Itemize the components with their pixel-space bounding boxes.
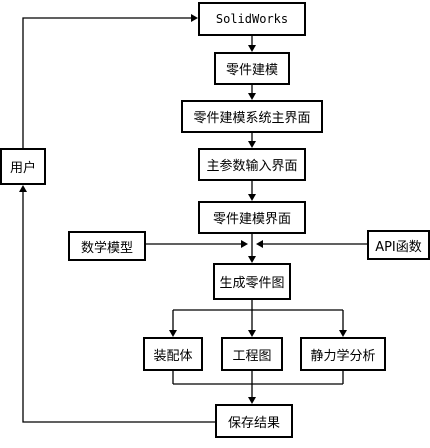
arrow-head	[191, 14, 198, 22]
node-engineering-drawing: 工程图	[221, 337, 283, 371]
arrow-head	[19, 185, 27, 192]
arrow-head	[248, 397, 256, 404]
arrow-head	[248, 330, 256, 337]
node-part-modeling-main-ui: 零件建模系统主界面	[181, 100, 323, 133]
edge-save-results-to-user	[22, 190, 215, 423]
node-save-results: 保存结果	[215, 404, 293, 438]
arrow-head	[248, 256, 256, 263]
arrow-head	[339, 330, 347, 337]
node-generate-part-drawing: 生成零件图	[213, 263, 291, 300]
arrow-head	[248, 93, 256, 100]
arrow-head	[241, 240, 248, 248]
node-static-analysis: 静力学分析	[300, 337, 386, 371]
arrow-head	[248, 45, 256, 52]
node-user: 用户	[0, 148, 46, 185]
node-math-model: 数学模型	[68, 231, 146, 261]
node-part-modeling-ui: 零件建模界面	[198, 201, 306, 234]
node-solidworks: SolidWorks	[198, 2, 306, 36]
node-api-functions: API函数	[367, 230, 430, 260]
arrow-head	[248, 194, 256, 201]
arrow-head	[169, 330, 177, 337]
node-main-param-input-ui: 主参数输入界面	[198, 148, 306, 181]
arrow-head	[256, 240, 263, 248]
node-assembly: 装配体	[143, 337, 203, 371]
node-part-modeling: 零件建模	[214, 52, 290, 85]
edge-user-to-solidworks	[22, 17, 193, 148]
arrow-head	[248, 141, 256, 148]
